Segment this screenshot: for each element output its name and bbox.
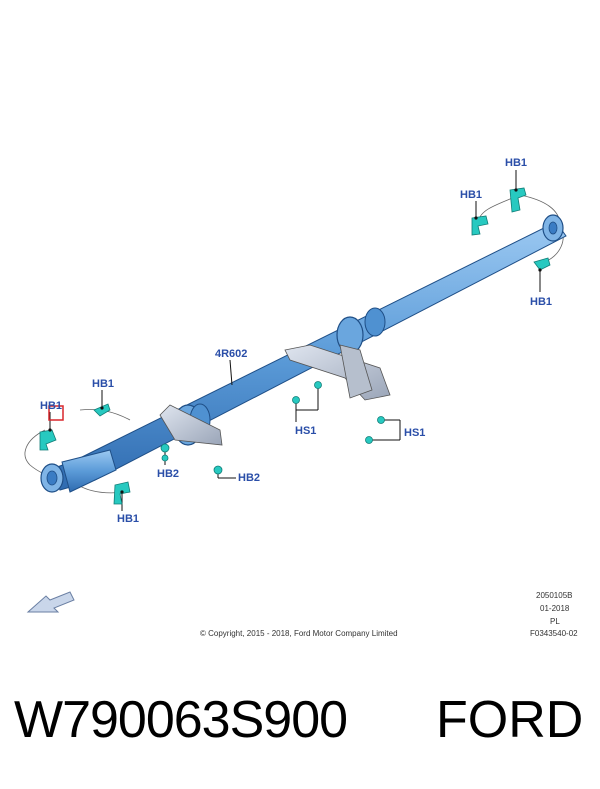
leader-lines [49,170,541,511]
callout-shaft-label: 4R602 [215,348,247,360]
center-bearing-brackets [159,344,391,446]
part-number: W790063S900 [14,691,348,749]
direction-arrow-icon [26,591,75,613]
callout-hb2-left: HB2 [157,468,179,480]
driveshaft-diagram: HB1 HB1 HB1 4R602 HB1 HB1 HB1 HB2 HB2 HS… [24,157,578,638]
callout-hs1-right: HS1 [404,427,425,439]
callout-hb2-right: HB2 [238,472,260,484]
figure-code: F0343540-02 [530,629,578,638]
callout-hb1-right: HB1 [530,296,552,308]
leader-dots [48,188,542,494]
illustration-language: PL [550,617,560,626]
illustration-code: 2050105B [536,591,572,600]
callout-hb1-top-right: HB1 [505,157,527,169]
callout-hs1-left: HS1 [295,425,316,437]
brand-name: FORD [436,691,584,749]
highlight-box [48,405,64,421]
callout-hb1-upper-right: HB1 [460,189,482,201]
fasteners [39,187,551,505]
callout-hb1-left-upper: HB1 [92,378,114,390]
illustration-date: 01-2018 [540,604,570,613]
callout-hb1-left-lower: HB1 [117,513,139,525]
copyright-text: © Copyright, 2015 - 2018, Ford Motor Com… [200,629,398,638]
callout-hb1-left-mid: HB1 [40,400,62,412]
